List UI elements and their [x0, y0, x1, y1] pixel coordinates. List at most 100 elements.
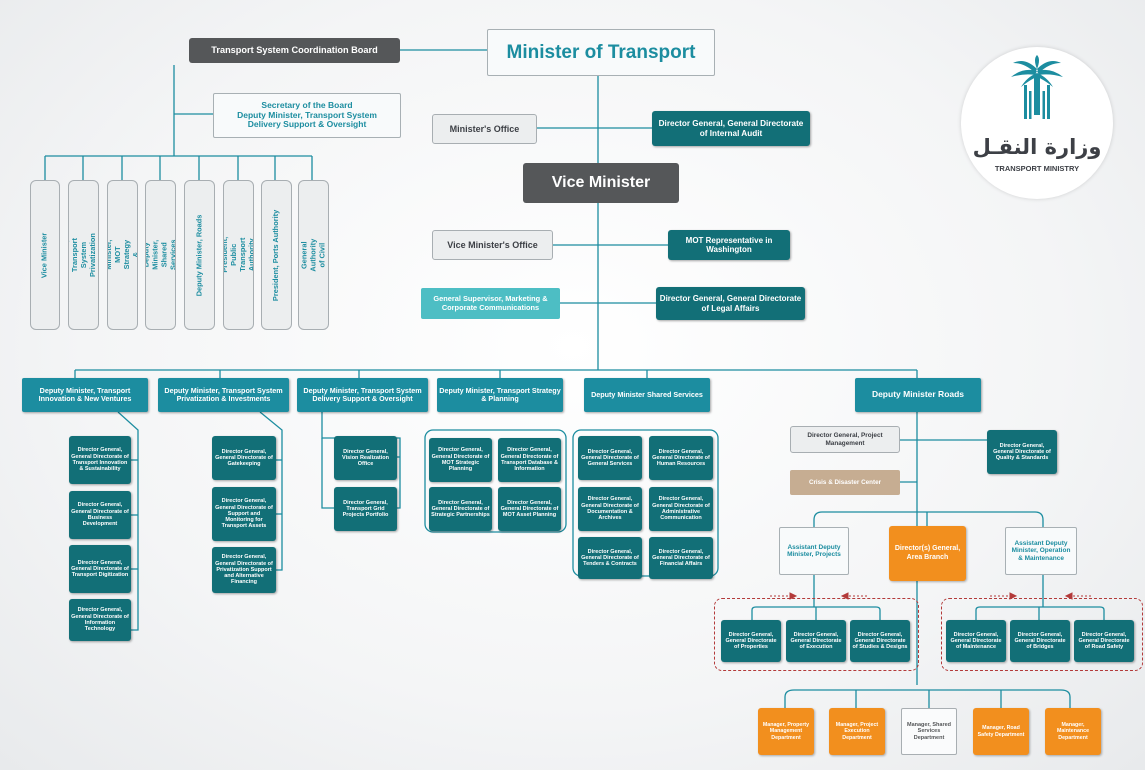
dashed-arrows [770, 592, 1092, 600]
board-member-label: Deputy Minister, MOT Strategy & Planning [107, 240, 137, 270]
board-member-label: Deputy Minister, Roads [194, 214, 204, 296]
deputy-innovation: Deputy Minister, Transport Innovation & … [22, 378, 148, 412]
board-member-8: President, General Authority of Civil Av… [298, 180, 329, 330]
vm-office-label: Vice Minister's Office [447, 239, 538, 250]
shared-unit-6: Director General, General Directorate of… [649, 537, 713, 579]
unit-label: Director General, General Directorate of… [431, 499, 490, 519]
marketing-box: General Supervisor, Marketing & Corporat… [421, 288, 560, 319]
unit-label: Director General, Transport Grid Project… [342, 499, 389, 519]
delivery-unit-2: Director General, Transport Grid Project… [334, 487, 397, 531]
manager-execution: Manager, Project Execution Department [829, 708, 885, 755]
board-member-3: Deputy Minister, MOT Strategy & Planning [107, 180, 138, 330]
unit-label: Director General, General Directorate of… [790, 631, 842, 651]
unit-label: Director General, General Directorate of… [431, 447, 490, 473]
board-member-1: Vice Minister [30, 180, 60, 330]
unit-label: Director General, General Directorate of… [215, 498, 273, 530]
board-member-6: President, Public Transport Authority [223, 180, 254, 330]
shared-unit-5: Director General, General Directorate of… [578, 537, 642, 579]
project-unit-2: Director General, General Directorate of… [786, 620, 846, 662]
unit-label: Director General, General Directorate of… [725, 631, 777, 651]
logo-english: TRANSPORT MINISTRY [994, 164, 1080, 173]
shared-unit-2: Director General, General Directorate of… [649, 436, 713, 480]
strategy-unit-1: Director General, General Directorate of… [429, 438, 492, 482]
audit-box: Director General, General Directorate of… [652, 111, 810, 146]
unit-label: Director General, General Directorate of… [581, 548, 639, 568]
privatization-unit-1: Director General, General Directorate of… [212, 436, 276, 480]
unit-label: Director General, General Directorate of… [500, 447, 559, 473]
deputy-label: Deputy Minister, Transport Strategy & Pl… [439, 385, 561, 403]
unit-label: Director General, General Directorate of… [652, 448, 710, 468]
logo-arabic: وزارة النقـل [972, 135, 1102, 159]
board-member-7: President, Ports Authority [261, 180, 292, 330]
unit-label: Director General, General Directorate of… [71, 559, 129, 579]
board-member-label: President, Ports Authority [271, 209, 281, 301]
innovation-unit-2: Director General, General Directorate of… [69, 491, 131, 539]
asst-projects-box: Assistant Deputy Minister, Projects [779, 527, 849, 575]
unit-label: Manager, Maintenance Department [1056, 722, 1090, 741]
unit-label: Director General, General Directorate of… [215, 448, 273, 468]
board-member-4: Deputy Minister, Shared Services [145, 180, 176, 330]
unit-label: Director General, Project Management [807, 432, 883, 447]
privatization-unit-3: Director General, General Directorate of… [212, 547, 276, 593]
quality-box: Director General, General Directorate of… [987, 430, 1057, 474]
board-member-label: Deputy Minister, Shared Services [145, 239, 176, 271]
board-member-label: President, Public Transport Authority [223, 237, 254, 273]
deputy-strategy: Deputy Minister, Transport Strategy & Pl… [437, 378, 563, 412]
unit-label: Director General, General Directorate of… [852, 631, 908, 651]
operation-unit-1: Director General, General Directorate of… [946, 620, 1006, 662]
strategy-unit-2: Director General, General Directorate of… [498, 438, 561, 482]
operation-group [941, 598, 1143, 671]
minister-label: Minister of Transport [506, 41, 696, 63]
board-member-label: Vice Minister [39, 232, 49, 278]
unit-label: Director General, General Directorate of… [1014, 631, 1066, 651]
strategy-unit-4: Director General, General Directorate of… [498, 487, 561, 531]
delivery-unit-1: Director General, Vision Realization Off… [334, 436, 397, 480]
strategy-unit-3: Director General, General Directorate of… [429, 487, 492, 531]
unit-label: Manager, Road Safety Department [977, 725, 1025, 738]
board-label: Transport System Coordination Board [211, 45, 378, 56]
unit-label: Director General, General Directorate of… [500, 499, 559, 519]
ministers-office-label: Minister's Office [449, 123, 520, 134]
operation-unit-2: Director General, General Directorate of… [1010, 620, 1070, 662]
manager-road-safety: Manager, Road Safety Department [973, 708, 1029, 755]
deputy-roads: Deputy Minister Roads [855, 378, 981, 412]
unit-label: Manager, Shared Services Department [906, 722, 952, 741]
shared-unit-3: Director General, General Directorate of… [578, 487, 642, 531]
deputy-label: Deputy Minister, Transport System Privat… [164, 385, 283, 403]
board-member-label: Deputy Minister, Transport System Privat… [69, 233, 98, 277]
innovation-unit-4: Director General, General Directorate of… [69, 599, 131, 641]
innovation-unit-3: Director General, General Directorate of… [69, 545, 131, 593]
unit-label: Director(s) General, Area Branch [894, 545, 961, 561]
unit-label: Assistant Deputy Minister, Operation & M… [1011, 539, 1071, 562]
deputy-privatization: Deputy Minister, Transport System Privat… [158, 378, 289, 412]
unit-label: Manager, Project Execution Department [835, 722, 879, 741]
manager-maintenance: Manager, Maintenance Department [1045, 708, 1101, 755]
unit-label: Director General, General Directorate of… [1078, 631, 1130, 651]
secretary-line-2: Deputy Minister, Transport System [237, 109, 377, 120]
secretary-line-1: Secretary of the Board [261, 99, 353, 110]
board-member-5: Deputy Minister, Roads [184, 180, 215, 330]
vm-office-box: Vice Minister's Office [432, 230, 553, 260]
board-member-2: Deputy Minister, Transport System Privat… [68, 180, 99, 330]
mot-rep-label: MOT Representative in Washington [685, 235, 773, 254]
board-member-label: President, General Authority of Civil Av… [299, 237, 329, 273]
vice-minister-label: Vice Minister [551, 173, 651, 191]
ministers-office-box: Minister's Office [432, 114, 537, 144]
unit-label: Director General, Vision Realization Off… [342, 448, 389, 468]
unit-label: Manager, Property Management Department [762, 722, 810, 741]
area-branch-box: Director(s) General, Area Branch [889, 526, 966, 581]
manager-property: Manager, Property Management Department [758, 708, 814, 755]
secretary-box: Secretary of the Board Deputy Minister, … [213, 93, 401, 138]
unit-label: Assistant Deputy Minister, Projects [787, 543, 841, 558]
audit-label: Director General, General Directorate of… [658, 119, 804, 138]
operation-unit-3: Director General, General Directorate of… [1074, 620, 1134, 662]
unit-label: Director General, General Directorate of… [581, 448, 639, 468]
vice-minister-box: Vice Minister [523, 163, 679, 203]
unit-label: Director General, General Directorate of… [71, 447, 129, 473]
logo-circle: وزارة النقـل TRANSPORT MINISTRY [961, 47, 1113, 199]
unit-label: Director General, General Directorate of… [993, 442, 1051, 462]
project-unit-1: Director General, General Directorate of… [721, 620, 781, 662]
project-unit-3: Director General, General Directorate of… [850, 620, 910, 662]
